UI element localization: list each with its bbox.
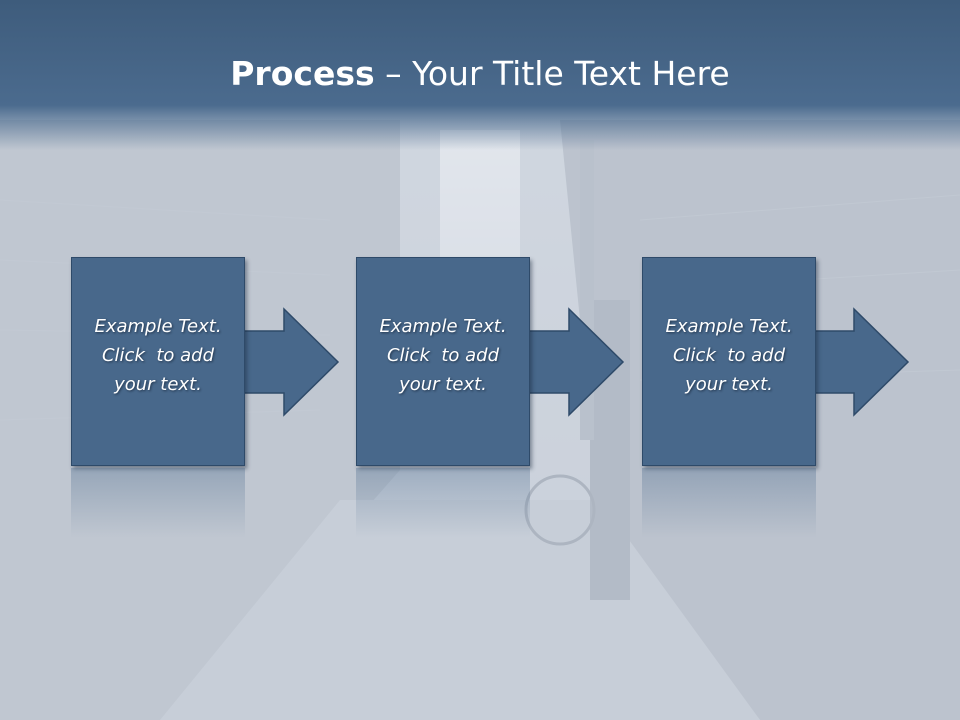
step-3-line-1: Example Text. — [665, 316, 793, 337]
step-reflection-3 — [642, 468, 816, 538]
step-box-3[interactable]: Example Text. Click to add your text. — [642, 257, 816, 466]
step-text-1: Example Text. Click to add your text. — [72, 312, 244, 399]
arrow-1 — [239, 307, 340, 417]
slide-title-bold: Process — [230, 54, 375, 93]
step-3-line-2: Click to add — [672, 345, 785, 366]
step-1-line-1: Example Text. — [94, 316, 222, 337]
slide-title: Process – Your Title Text Here — [0, 52, 960, 96]
step-text-2: Example Text. Click to add your text. — [357, 312, 529, 399]
step-1-line-3: your text. — [114, 374, 202, 395]
step-1-line-2: Click to add — [101, 345, 214, 366]
step-2-line-1: Example Text. — [379, 316, 507, 337]
slide-title-rest: – Your Title Text Here — [374, 54, 730, 93]
step-2-line-2: Click to add — [386, 345, 499, 366]
step-2-line-3: your text. — [399, 374, 487, 395]
arrow-2 — [524, 307, 625, 417]
step-box-2[interactable]: Example Text. Click to add your text. — [356, 257, 530, 466]
step-box-1[interactable]: Example Text. Click to add your text. — [71, 257, 245, 466]
step-text-3: Example Text. Click to add your text. — [643, 312, 815, 399]
step-reflection-1 — [71, 468, 245, 538]
title-band — [0, 0, 960, 150]
step-3-line-3: your text. — [685, 374, 773, 395]
arrow-3 — [809, 307, 910, 417]
step-reflection-2 — [356, 468, 530, 538]
